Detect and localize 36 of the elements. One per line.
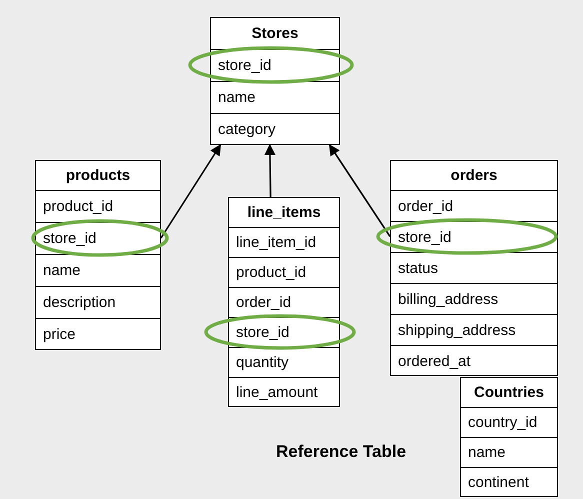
field-row: product_id <box>36 190 160 223</box>
field-row: country_id <box>461 406 557 438</box>
field-row: price <box>36 318 160 351</box>
field-row: store_id <box>211 48 339 82</box>
table-box <box>460 377 558 497</box>
arrow <box>264 144 276 198</box>
field-row: description <box>36 286 160 319</box>
field-row: line_item_id <box>229 226 339 258</box>
field-row: name <box>211 80 339 114</box>
table-title: products <box>64 166 132 186</box>
table-box <box>228 197 340 407</box>
field-row: name <box>461 436 557 468</box>
table-box <box>390 160 558 376</box>
field-row: status <box>391 252 557 284</box>
field-row: category <box>211 112 339 146</box>
field-row: order_id <box>229 286 339 318</box>
field-row: line_amount <box>229 376 339 408</box>
field-row: order_id <box>391 190 557 222</box>
field-row: store_id <box>36 222 160 255</box>
arrow <box>160 144 222 238</box>
table-box <box>210 17 340 145</box>
field-row: billing_address <box>391 282 557 315</box>
field-row: name <box>36 254 160 287</box>
field-row: shipping_address <box>391 314 557 346</box>
table-title: line_items <box>246 203 322 223</box>
field-row: continent <box>461 466 557 498</box>
note-text: Reference Table <box>276 442 406 462</box>
arrow <box>328 144 391 237</box>
table-title: Stores <box>250 24 300 44</box>
table-box <box>35 160 161 350</box>
table-title: Countries <box>472 383 545 403</box>
field-row: quantity <box>229 346 339 378</box>
field-row: store_id <box>229 316 339 348</box>
field-row: product_id <box>229 256 339 288</box>
field-row: store_id <box>391 220 557 253</box>
table-title: orders <box>450 166 498 186</box>
